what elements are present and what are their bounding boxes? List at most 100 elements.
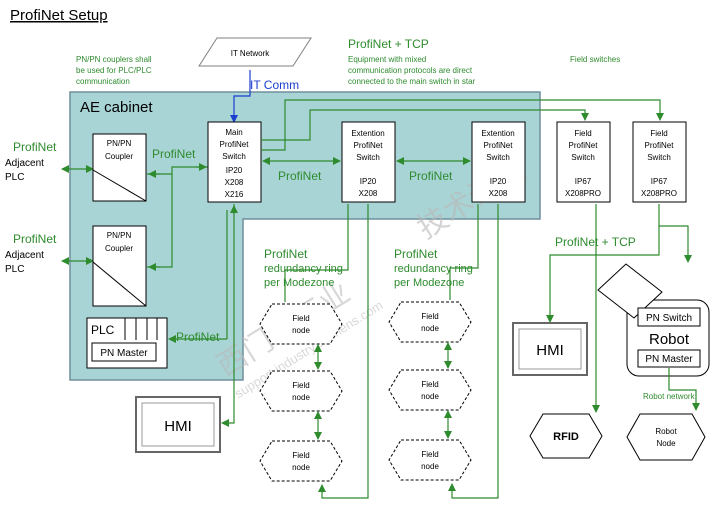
- robot-network-link: [668, 368, 700, 411]
- svg-text:Switch: Switch: [486, 153, 510, 162]
- svg-text:PN Master: PN Master: [645, 354, 693, 365]
- svg-text:redundancy ring: redundancy ring: [394, 263, 473, 275]
- svg-text:node: node: [421, 392, 439, 401]
- svg-text:IP20: IP20: [226, 166, 243, 175]
- main-hmi-link: [221, 204, 235, 427]
- field-switch-robot-link: [658, 204, 692, 263]
- svg-text:communication: communication: [76, 77, 130, 86]
- svg-text:Field: Field: [421, 380, 438, 389]
- ring-label-2: ProfiNet redundancy ring per Modezone: [394, 247, 473, 289]
- field-switch-hmi-link: [546, 226, 660, 323]
- svg-text:Robot: Robot: [649, 331, 690, 348]
- svg-text:Adjacent: Adjacent: [5, 250, 44, 261]
- main-field-link-2: [261, 109, 589, 141]
- ring-2-field-node-1: Field node: [388, 301, 472, 343]
- mixed-equipment-note: Equipment with mixed communication proto…: [348, 55, 476, 86]
- svg-text:Coupler: Coupler: [105, 244, 133, 253]
- svg-text:PN Master: PN Master: [100, 348, 148, 359]
- main-ext-label: ProfiNet: [278, 169, 322, 183]
- svg-text:node: node: [421, 462, 439, 471]
- svg-text:Equipment with mixed: Equipment with mixed: [348, 55, 426, 64]
- ring-label-1: ProfiNet redundancy ring per Modezone: [264, 247, 343, 289]
- svg-text:IP20: IP20: [490, 177, 507, 186]
- svg-text:Field: Field: [421, 450, 438, 459]
- pn-coupler-1: PN/PN Coupler: [92, 133, 147, 202]
- svg-text:Switch: Switch: [647, 153, 671, 162]
- svg-text:Main: Main: [225, 128, 242, 137]
- it-network: [198, 37, 312, 67]
- field-switch-2: [632, 121, 687, 203]
- svg-text:Switch: Switch: [222, 152, 246, 161]
- pn-couplers-note: PN/PN couplers shall be used for PLC/PLC…: [76, 55, 152, 86]
- robot: PN Switch Robot PN Master: [597, 263, 710, 377]
- svg-text:X208: X208: [359, 189, 378, 198]
- svg-text:Switch: Switch: [571, 153, 595, 162]
- coupler-main-label: ProfiNet: [152, 147, 196, 161]
- svg-text:Field: Field: [292, 381, 309, 390]
- ext-ext-label: ProfiNet: [409, 169, 453, 183]
- robot-pn-master: [637, 349, 701, 368]
- it-network-label: IT Network: [231, 49, 271, 58]
- ring-1-field-node-1: Field node: [259, 303, 343, 345]
- svg-text:Field: Field: [292, 314, 309, 323]
- ext-switch-2: [471, 121, 526, 203]
- ring-1-field-node-3: Field node: [259, 440, 343, 482]
- field-switch-1: [556, 121, 611, 203]
- svg-text:IP20: IP20: [360, 177, 377, 186]
- svg-text:X208: X208: [489, 189, 508, 198]
- field-switch-2-text: Field ProfiNet Switch IP67 X208PRO: [641, 129, 677, 198]
- main-switch: [207, 121, 262, 203]
- svg-text:ProfiNet: ProfiNet: [645, 141, 675, 150]
- ext-switch-2-text: Extention ProfiNet Switch IP20 X208: [481, 129, 514, 198]
- svg-text:PN/PN couplers shall: PN/PN couplers shall: [76, 55, 152, 64]
- ring-1-links: [284, 204, 369, 499]
- svg-text:PLC: PLC: [5, 264, 24, 275]
- svg-text:per Modezone: per Modezone: [394, 277, 464, 289]
- svg-text:PLC: PLC: [91, 323, 115, 337]
- it-comm-link: [230, 70, 251, 123]
- profinet-tcp-heading: ProfiNet + TCP: [348, 37, 429, 51]
- ring-2-links: [444, 204, 499, 499]
- svg-text:Node: Node: [656, 439, 676, 448]
- svg-text:Field: Field: [650, 129, 667, 138]
- svg-text:X208PRO: X208PRO: [565, 189, 601, 198]
- field-switch-1-text: Field ProfiNet Switch IP67 X208PRO: [565, 129, 601, 198]
- svg-text:Robot: Robot: [655, 427, 677, 436]
- adjacent-plc-2: ProfiNet Adjacent PLC: [5, 232, 57, 275]
- svg-text:X208PRO: X208PRO: [641, 189, 677, 198]
- svg-text:PN/PN: PN/PN: [107, 139, 132, 148]
- field-switches-note: Field switches: [570, 55, 620, 64]
- robot-network-label: Robot network: [643, 392, 696, 401]
- svg-text:redundancy ring: redundancy ring: [264, 263, 343, 275]
- robot-pn-switch: [637, 307, 701, 327]
- page-title: ProfiNet Setup: [10, 7, 108, 24]
- svg-text:ProfiNet: ProfiNet: [354, 141, 384, 150]
- robot-node: Robot Node: [626, 413, 706, 461]
- rfid: RFID: [529, 413, 603, 459]
- svg-text:node: node: [292, 393, 310, 402]
- svg-text:Extention: Extention: [351, 129, 384, 138]
- svg-text:PN Switch: PN Switch: [646, 313, 692, 324]
- svg-text:RFID: RFID: [553, 431, 579, 443]
- svg-text:ProfiNet: ProfiNet: [394, 247, 438, 261]
- svg-text:communication protocols are di: communication protocols are direct: [348, 66, 473, 75]
- hmi-left: HMI: [135, 396, 221, 453]
- svg-text:connected to the main switch i: connected to the main switch in star: [348, 77, 476, 86]
- plc: PLC PN Master: [86, 317, 168, 369]
- svg-text:X208: X208: [225, 178, 244, 187]
- main-switch-text: Main ProfiNet Switch IP20 X208 X216: [220, 128, 250, 199]
- svg-text:per Modezone: per Modezone: [264, 277, 334, 289]
- ae-cabinet-label: AE cabinet: [80, 99, 153, 116]
- it-comm-label: IT Comm: [250, 78, 299, 92]
- svg-text:Switch: Switch: [356, 153, 380, 162]
- pn-coupler-2: PN/PN Coupler: [92, 225, 147, 307]
- svg-text:ProfiNet: ProfiNet: [569, 141, 599, 150]
- svg-text:Field: Field: [292, 451, 309, 460]
- svg-text:be used for PLC/PLC: be used for PLC/PLC: [76, 66, 152, 75]
- ext-switch-1: [341, 121, 396, 203]
- svg-text:Field: Field: [421, 312, 438, 321]
- svg-text:ProfiNet: ProfiNet: [264, 247, 308, 261]
- svg-text:Adjacent: Adjacent: [5, 158, 44, 169]
- svg-text:node: node: [292, 326, 310, 335]
